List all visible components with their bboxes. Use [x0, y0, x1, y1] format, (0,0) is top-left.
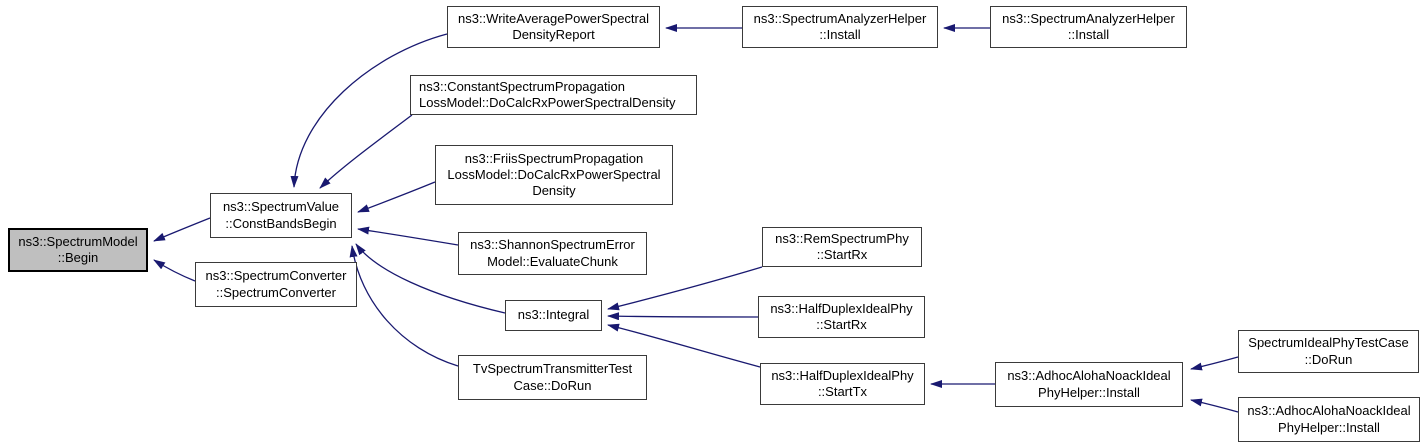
- node-write-average-psd-report[interactable]: ns3::WriteAveragePowerSpectral DensityRe…: [447, 6, 660, 48]
- node-adhoc-aloha-noack-ideal-phy-helper-install-1[interactable]: ns3::AdhocAlohaNoackIdeal PhyHelper::Ins…: [995, 362, 1183, 407]
- node-label: ns3::SpectrumModel ::Begin: [18, 233, 138, 265]
- node-tv-spectrum-transmitter-testcase-dorun[interactable]: TvSpectrumTransmitterTest Case::DoRun: [458, 355, 647, 400]
- node-friis-spectrum-prop-loss-docalc[interactable]: ns3::FriisSpectrumPropagation LossModel:…: [435, 145, 673, 205]
- node-spectrum-value-const-bands-begin[interactable]: ns3::SpectrumValue ::ConstBandsBegin: [210, 193, 352, 238]
- node-spectrum-analyzer-helper-install-1[interactable]: ns3::SpectrumAnalyzerHelper ::Install: [742, 6, 938, 48]
- node-spectrum-analyzer-helper-install-2[interactable]: ns3::SpectrumAnalyzerHelper ::Install: [990, 6, 1187, 48]
- node-half-duplex-ideal-phy-starttx[interactable]: ns3::HalfDuplexIdealPhy ::StartTx: [760, 363, 925, 405]
- node-label: ns3::ShannonSpectrumError Model::Evaluat…: [470, 237, 635, 269]
- edge-spectrumidealtest-to-adhocaloha1: [1190, 356, 1239, 371]
- node-adhoc-aloha-noack-ideal-phy-helper-install-2[interactable]: ns3::AdhocAlohaNoackIdeal PhyHelper::Ins…: [1238, 397, 1420, 442]
- node-label: ns3::HalfDuplexIdealPhy ::StartTx: [771, 367, 914, 399]
- edge-shannon-to-constbandsbegin: [357, 226, 459, 246]
- node-spectrum-ideal-phy-testcase-dorun[interactable]: SpectrumIdealPhyTestCase ::DoRun: [1238, 330, 1419, 373]
- node-half-duplex-ideal-phy-startrx[interactable]: ns3::HalfDuplexIdealPhy ::StartRx: [758, 296, 925, 338]
- edge-adhocaloha2-to-adhocaloha1: [1190, 398, 1239, 413]
- node-label: TvSpectrumTransmitterTest Case::DoRun: [472, 361, 633, 393]
- node-shannon-error-model-evaluate-chunk[interactable]: ns3::ShannonSpectrumError Model::Evaluat…: [458, 232, 647, 275]
- node-label: ns3::RemSpectrumPhy ::StartRx: [775, 230, 909, 262]
- node-label: ns3::ConstantSpectrumPropagation LossMod…: [419, 78, 676, 110]
- node-rem-spectrum-phy-startrx[interactable]: ns3::RemSpectrumPhy ::StartRx: [762, 227, 922, 267]
- node-label: ns3::Integral: [517, 307, 590, 323]
- edge-friis-to-constbandsbegin: [357, 181, 436, 213]
- edge-constantspectrum-to-constbandsbegin: [319, 114, 413, 189]
- node-label: ns3::SpectrumAnalyzerHelper ::Install: [753, 10, 927, 42]
- node-integral[interactable]: ns3::Integral: [505, 300, 602, 331]
- node-label: ns3::FriisSpectrumPropagation LossModel:…: [447, 150, 661, 199]
- edge-halfduplexstartrx-to-integral: [607, 312, 759, 321]
- node-spectrum-converter-ctor[interactable]: ns3::SpectrumConverter ::SpectrumConvert…: [195, 262, 357, 307]
- edge-constbandsbegin-to-begin: [153, 217, 211, 242]
- node-label: ns3::HalfDuplexIdealPhy ::StartRx: [770, 300, 913, 332]
- node-label: ns3::AdhocAlohaNoackIdeal PhyHelper::Ins…: [1247, 403, 1411, 435]
- node-label: ns3::SpectrumValue ::ConstBandsBegin: [222, 199, 340, 231]
- node-constant-spectrum-prop-loss-docalc[interactable]: ns3::ConstantSpectrumPropagation LossMod…: [410, 75, 697, 115]
- edge-tvspectrumtest-to-constbandsbegin: [349, 245, 459, 367]
- node-label: ns3::SpectrumAnalyzerHelper ::Install: [1002, 10, 1175, 42]
- node-spectrum-model-begin: ns3::SpectrumModel ::Begin: [8, 228, 148, 272]
- node-label: ns3::SpectrumConverter ::SpectrumConvert…: [205, 268, 347, 300]
- node-label: ns3::WriteAveragePowerSpectral DensityRe…: [457, 10, 649, 42]
- node-label: SpectrumIdealPhyTestCase ::DoRun: [1248, 335, 1409, 367]
- node-label: ns3::AdhocAlohaNoackIdeal PhyHelper::Ins…: [1007, 368, 1171, 400]
- edge-spectrumconverter-to-begin: [153, 259, 196, 282]
